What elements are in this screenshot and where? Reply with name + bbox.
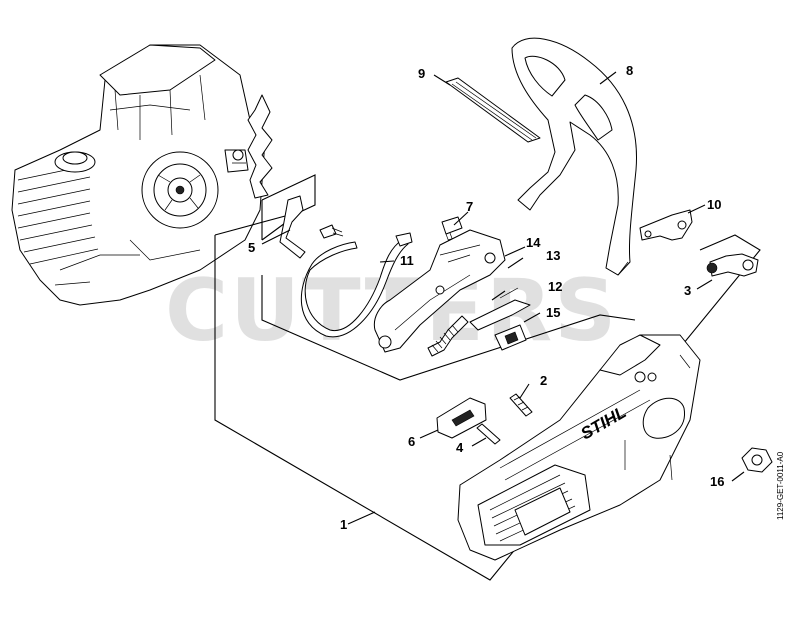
- part-5-hand-guard-spring: [279, 195, 306, 259]
- part-3-chain-tensioner: [706, 253, 759, 277]
- part-4-pin: [476, 423, 501, 445]
- part-1-chain-sprocket-cover: STIHL: [457, 334, 701, 561]
- callout-4: 4: [456, 440, 464, 455]
- callout-11: 11: [400, 253, 414, 268]
- callout-8: 8: [626, 63, 633, 78]
- document-code: 1129-GET-0011-A0: [776, 451, 785, 520]
- engine-block-drawing: [11, 44, 273, 306]
- callout-5: 5: [248, 240, 255, 255]
- callout-10: 10: [707, 197, 721, 212]
- callout-12: 12: [548, 279, 562, 294]
- callout-2: 2: [540, 373, 547, 388]
- callout-9: 9: [418, 66, 425, 81]
- part-8-hand-guard: [511, 37, 638, 276]
- callout-3: 3: [684, 283, 691, 298]
- part-2-screw: [509, 393, 533, 417]
- leader-lines: [261, 71, 745, 525]
- part-10-link: [639, 209, 693, 241]
- part-15-slide: [494, 324, 527, 351]
- part-9-label: [445, 77, 541, 143]
- callout-13: 13: [546, 248, 560, 263]
- callout-15: 15: [546, 305, 560, 320]
- part-12-lever: [469, 287, 531, 331]
- callout-labels: 1 2 3 4 5 6 7 8 9 10 11 12 13 14 15 16: [248, 63, 724, 532]
- subassembly-frame: [261, 174, 316, 213]
- part-14-brake-lever: [373, 229, 506, 353]
- part-11-brake-band: [300, 232, 413, 338]
- callout-1: 1: [340, 517, 347, 532]
- callout-7: 7: [466, 199, 473, 214]
- part-6-chain-catcher: [436, 397, 487, 439]
- part-16-nut: [741, 447, 773, 473]
- callout-16: 16: [710, 474, 724, 489]
- callout-6: 6: [408, 434, 415, 449]
- part-7-screw: [319, 216, 463, 251]
- callout-14: 14: [526, 235, 541, 250]
- part-13-spring: [427, 315, 469, 357]
